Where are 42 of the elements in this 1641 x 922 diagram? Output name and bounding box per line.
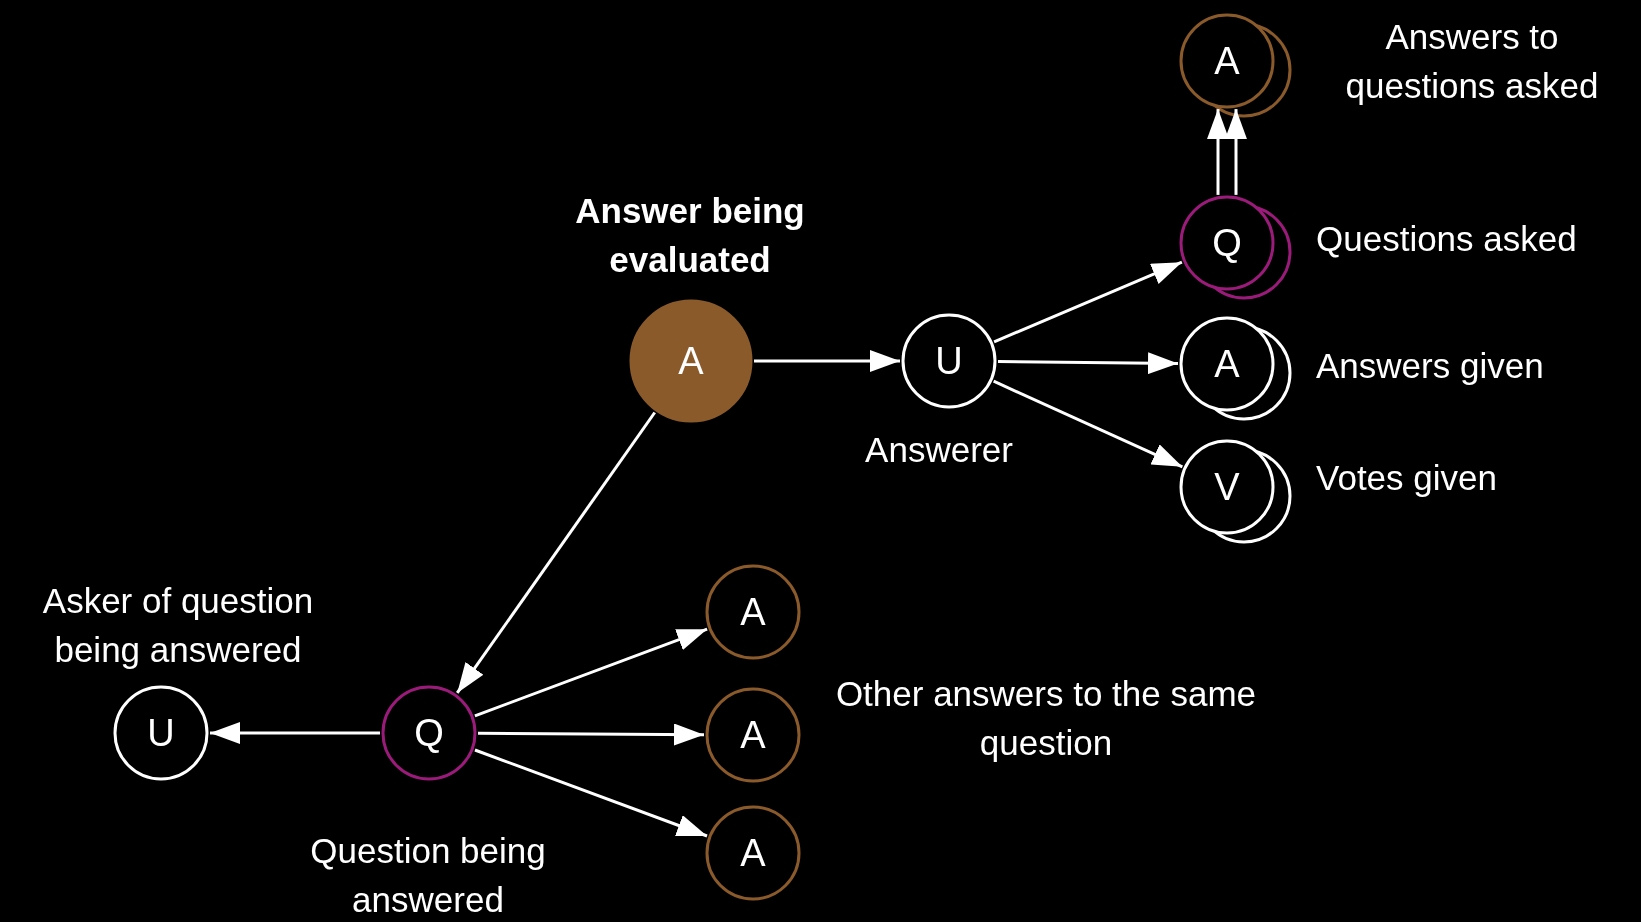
- node-letter: U: [146, 714, 176, 752]
- circle-node: [381, 685, 477, 781]
- circle-node: [901, 313, 997, 409]
- node-letter: V: [1213, 468, 1241, 506]
- node-letter: A: [677, 342, 705, 380]
- node-letter: U: [934, 342, 964, 380]
- circle-node: [705, 805, 801, 901]
- arrow: [993, 260, 1183, 344]
- circle-node: [113, 685, 209, 781]
- stacked-circle-node: [1179, 195, 1292, 300]
- stacked-circle-node: [1179, 13, 1292, 118]
- arrow: [210, 722, 380, 744]
- group-caption: Other answers to the same question: [834, 673, 1258, 764]
- node-caption: Question being answered: [309, 830, 547, 921]
- circle-node: [705, 687, 801, 783]
- node-letter: A: [1213, 345, 1241, 383]
- node-caption: Answers to questions asked: [1344, 16, 1600, 107]
- node-letter: A: [739, 834, 767, 872]
- arrow: [478, 723, 704, 746]
- node-letter: A: [739, 716, 767, 754]
- arrow: [474, 748, 708, 838]
- arrow: [998, 352, 1178, 375]
- node-caption: Votes given: [1316, 457, 1498, 499]
- node-caption: Questions asked: [1316, 218, 1578, 260]
- circle-node: [705, 564, 801, 660]
- arrow: [456, 411, 656, 694]
- node-letter: Q: [1211, 224, 1243, 262]
- stacked-circle-node: [1179, 439, 1292, 544]
- circle-node: [629, 299, 753, 423]
- node-caption: Answerer: [864, 429, 1014, 471]
- arrow: [1207, 109, 1229, 195]
- arrow: [474, 627, 708, 718]
- node-caption: Answers given: [1316, 345, 1545, 387]
- node-letter: A: [739, 593, 767, 631]
- node-caption: Answer being evaluated: [574, 190, 806, 281]
- node-caption: Asker of question being answered: [41, 580, 315, 671]
- arrow: [1225, 109, 1247, 195]
- arrow: [754, 350, 900, 372]
- node-letter: Q: [413, 714, 445, 752]
- stacked-circle-node: [1179, 316, 1292, 421]
- node-letter: A: [1213, 42, 1241, 80]
- arrow: [993, 379, 1183, 469]
